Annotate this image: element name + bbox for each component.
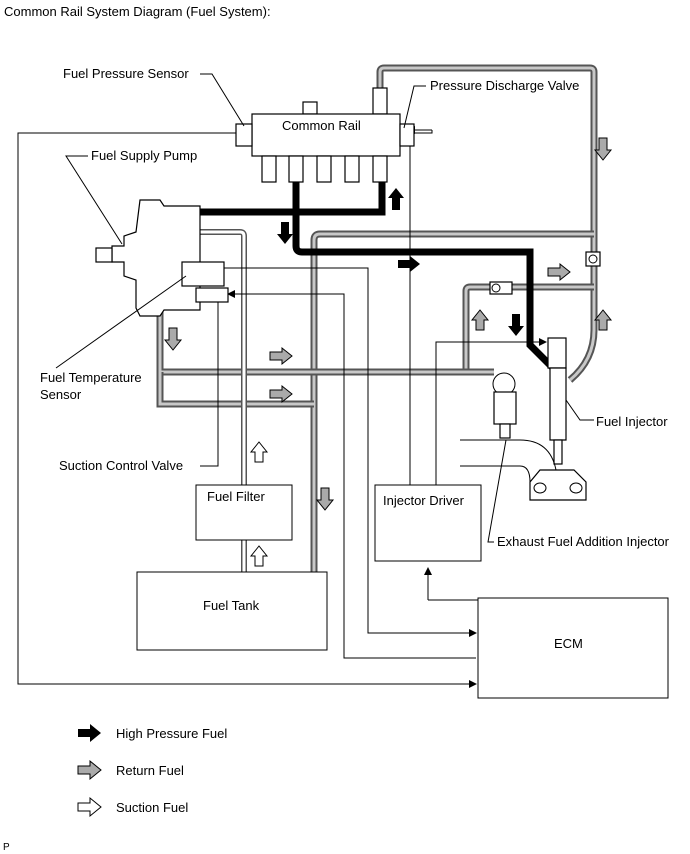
suc-arrow-up-filter	[249, 441, 269, 463]
fuel-temperature-sensor-label-line1: Fuel Temperature	[40, 370, 142, 385]
suc-arrow-up-tank	[249, 545, 269, 567]
legend-return-arrow	[77, 759, 102, 781]
ret-arrow-up-mid	[470, 309, 490, 331]
leader-lines	[55, 73, 594, 543]
legend-high-pressure-label: High Pressure Fuel	[116, 726, 227, 741]
fuel-supply-pump-label: Fuel Supply Pump	[91, 148, 197, 163]
fuel-pressure-sensor-label: Fuel Pressure Sensor	[63, 66, 189, 81]
ret-arrow-right-2	[269, 384, 293, 404]
ret-arrow-up-right	[593, 309, 613, 331]
ret-arrow-right-valve	[547, 262, 571, 282]
check-valve-upper	[585, 251, 601, 267]
exhaust-fuel-addition-injector-label: Exhaust Fuel Addition Injector	[497, 534, 670, 549]
hp-arrow-down-left	[277, 222, 293, 244]
exhaust-fuel-addition-injector	[492, 372, 517, 439]
fuel-filter-box	[195, 484, 293, 541]
ret-arrow-down-top	[593, 137, 613, 161]
suction-lines	[200, 229, 247, 575]
injector-driver-box	[374, 484, 482, 562]
suction-control-valve-label: Suction Control Valve	[59, 458, 183, 473]
hp-arrow-up	[388, 188, 404, 210]
flow-arrows	[163, 137, 613, 567]
legend-suction-label: Suction Fuel	[116, 800, 188, 815]
common-rail-label: Common Rail	[282, 118, 361, 133]
ret-arrow-down-pump	[163, 327, 183, 351]
ecm-label: ECM	[554, 636, 583, 651]
injector-driver-label: Injector Driver	[383, 493, 465, 508]
footer-mark: P	[3, 842, 10, 853]
return-lines	[156, 64, 598, 575]
hp-arrow-right	[398, 256, 420, 272]
fuel-filter-label: Fuel Filter	[207, 489, 265, 504]
ecm-box	[477, 597, 669, 699]
ret-arrow-down-tank	[315, 487, 335, 511]
fuel-tank-box	[136, 571, 328, 651]
legend-suction-arrow	[77, 796, 102, 818]
fuel-supply-pump	[95, 199, 229, 317]
ret-arrow-right-1	[269, 346, 293, 366]
high-pressure-lines	[156, 178, 560, 375]
fuel-temperature-sensor-label-line2: Sensor	[40, 387, 82, 402]
check-valve-lower	[489, 281, 513, 295]
legend-high-pressure-arrow	[78, 724, 101, 742]
pressure-discharge-valve-label: Pressure Discharge Valve	[430, 78, 579, 93]
hp-arrow-down-right	[508, 314, 524, 336]
fuel-tank-label: Fuel Tank	[203, 598, 260, 613]
fuel-injector	[460, 337, 587, 501]
legend-return-label: Return Fuel	[116, 763, 184, 778]
fuel-injector-label: Fuel Injector	[596, 414, 668, 429]
diagram-title: Common Rail System Diagram (Fuel System)…	[4, 4, 271, 19]
legend: High Pressure Fuel Return Fuel Suction F…	[77, 724, 227, 818]
common-rail: Common Rail	[235, 87, 415, 183]
